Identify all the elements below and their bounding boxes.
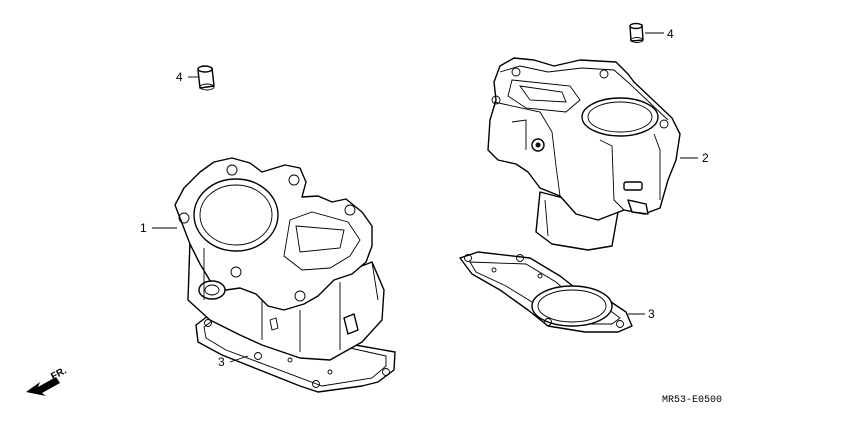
cylinder-base-gasket-rear [459,251,633,333]
callout-3-front: 3 [218,355,225,369]
dowel-pin-left [197,65,215,91]
callout-1: 1 [140,221,147,235]
front-direction-arrow-icon [26,377,60,396]
cylinder-front [174,157,385,361]
dowel-pin-right [629,22,644,43]
callout-4-right: 4 [667,27,674,41]
callout-4-left: 4 [176,70,183,84]
callout-2: 2 [702,151,709,165]
front-direction-label: FR. [49,365,69,382]
diagram-code: MR53-E0500 [662,395,722,406]
callout-3-rear: 3 [648,307,655,321]
leader-lines [152,32,698,363]
cylinder-rear [487,57,681,251]
